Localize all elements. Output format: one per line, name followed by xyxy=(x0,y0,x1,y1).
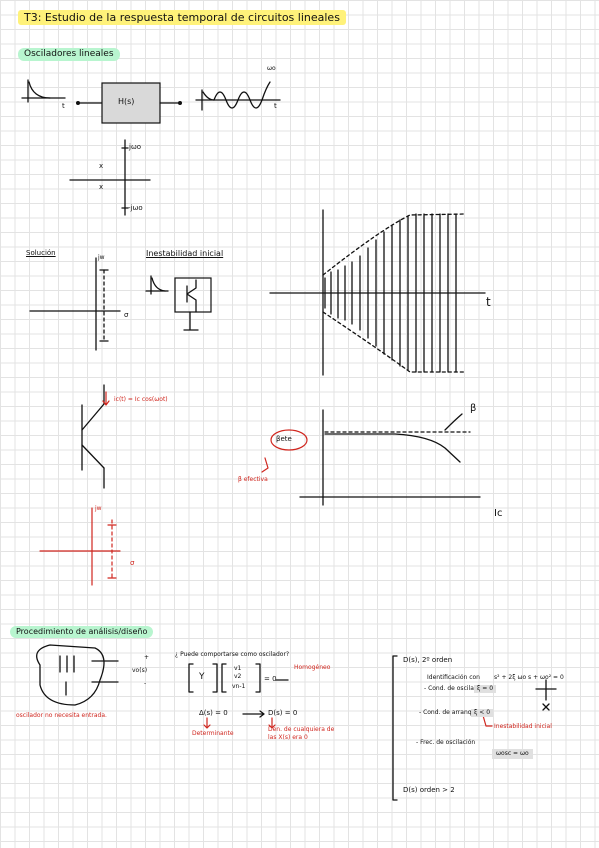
char-eq: s² + 2ξ ωo s + ωo² = 0 xyxy=(494,674,564,681)
beta-ete-label: βete xyxy=(276,435,292,443)
transistor-sketch xyxy=(81,384,110,489)
ic-current-label: ic(t) = Ic cos(ωot) xyxy=(114,396,168,403)
ic-axis-label: Ic xyxy=(494,508,503,519)
section-heading-osciladores: Osciladores lineales xyxy=(18,48,120,61)
omega-label: ωo xyxy=(267,65,276,72)
growth-oscillation-plot xyxy=(269,209,486,376)
procedure-figure xyxy=(36,644,557,801)
cond-osc-label: - Cond. de oscilación xyxy=(424,685,487,692)
plus-label: + xyxy=(144,654,150,661)
matrix-y: Y xyxy=(199,672,205,682)
orden-label: D(s) orden > 2 xyxy=(403,786,455,794)
output-oscillation-sketch xyxy=(195,81,281,111)
vector-vn: vn-1 xyxy=(232,683,246,690)
pole-jw0: jωo xyxy=(129,143,142,151)
cond-arr-label: - Cond. de arranque xyxy=(419,709,480,716)
inestabilidad-sketch xyxy=(145,275,212,331)
pole-x-lower: x xyxy=(99,183,104,191)
red-plane-sigma: σ xyxy=(130,559,135,567)
section-heading-procedimiento: Procedimiento de análisis/diseño xyxy=(10,626,154,638)
block-label: H(s) xyxy=(118,97,135,106)
page-title: T3: Estudio de la respuesta temporal de … xyxy=(18,10,346,25)
den-label: Den. de cualquiera de las X(s) era 0 xyxy=(268,726,335,741)
pole-plane-1 xyxy=(69,139,151,216)
solucion-plane xyxy=(29,257,121,351)
pole-x-upper: x xyxy=(99,162,104,170)
identificacion-label: Identificación con xyxy=(427,674,480,681)
beta-label: β xyxy=(470,403,477,414)
solucion-sigma: σ xyxy=(124,311,129,319)
beta-plot xyxy=(261,409,481,506)
xi-neg: ξ < 0 xyxy=(471,709,494,717)
growth-t-label: t xyxy=(486,295,491,309)
pole-neg-jw0: -jωo xyxy=(128,204,143,212)
determinante-label: Determinante xyxy=(192,730,234,737)
inest-label: Inestabilidad inicial xyxy=(494,723,552,730)
ds-eq: D(s) = 0 xyxy=(268,709,298,717)
vector-v2: v2 xyxy=(234,673,242,680)
red-s-plane xyxy=(39,507,121,586)
freq-label: - Frec. de oscilación xyxy=(416,739,476,746)
beta-efectiva-label: β efectiva xyxy=(238,476,268,483)
axis-t-output: t xyxy=(274,102,277,110)
red-plane-jw: jw xyxy=(95,505,102,512)
ds-header: D(s), 2º orden xyxy=(403,656,453,664)
wosc-label: ωosc = ωo xyxy=(492,749,533,759)
homogeneo-label: Homogéneo xyxy=(294,664,331,671)
inestabilidad-label: Inestabilidad inicial xyxy=(146,249,224,258)
vector-v1: v1 xyxy=(234,665,242,672)
impulse-input-sketch xyxy=(21,79,66,103)
xi-zero: ξ = 0 xyxy=(474,685,497,693)
delta-eq: Δ(s) = 0 xyxy=(199,709,228,717)
no-input-note: oscilador no necesita entrada. xyxy=(16,712,107,719)
solucion-jw: jw xyxy=(98,254,105,261)
question-label: ¿ Puede comportarse como oscilador? xyxy=(175,651,290,658)
equals-zero: = 0 xyxy=(264,675,277,683)
minus-label: - xyxy=(144,680,147,687)
solucion-label: Solución xyxy=(26,249,56,257)
axis-t-input: t xyxy=(62,102,65,110)
vo-label: vo(s) xyxy=(132,667,148,674)
